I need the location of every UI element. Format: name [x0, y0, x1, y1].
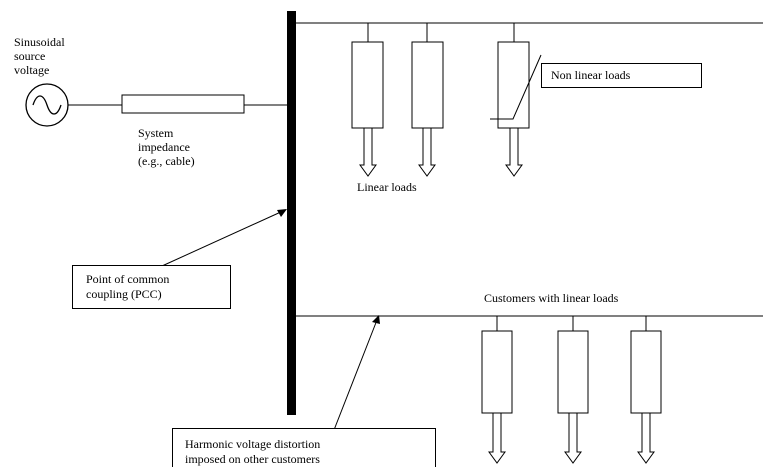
impedance-label: System impedance (e.g., cable) [138, 126, 195, 168]
distortion-pointer-arrow [333, 315, 380, 431]
non-linear-load [490, 23, 542, 177]
non-linear-loads-box: Non linear loads [541, 63, 702, 88]
distortion-label-line1: Harmonic voltage distortion [185, 437, 321, 451]
pcc-pointer-arrow [161, 209, 287, 267]
customer-load-1 [481, 316, 513, 464]
down-arrow-icon [359, 127, 377, 177]
down-arrow-icon [564, 412, 582, 464]
customer-load-3 [630, 316, 662, 464]
down-arrow-icon [488, 412, 506, 464]
source-label: Sinusoidal source voltage [14, 35, 65, 77]
source-label-line2: source [14, 49, 46, 63]
distortion-box: Harmonic voltage distortion imposed on o… [172, 428, 436, 467]
impedance-label-line2: impedance [138, 140, 190, 154]
source-label-line1: Sinusoidal [14, 35, 65, 49]
impedance-label-line3: (e.g., cable) [138, 154, 195, 168]
pcc-label-line2: coupling (PCC) [86, 287, 162, 301]
non-linear-loads-label: Non linear loads [551, 68, 631, 82]
linear-load-2 [411, 23, 444, 177]
pcc-label-line1: Point of common [86, 272, 170, 286]
down-arrow-icon [637, 412, 655, 464]
linear-load-1 [351, 23, 384, 177]
pcc-bus-bar [287, 11, 296, 415]
down-arrow-icon [418, 127, 436, 177]
pcc-box: Point of common coupling (PCC) [72, 265, 231, 309]
linear-loads-label: Linear loads [357, 180, 417, 194]
non-linear-symbol [490, 54, 542, 120]
system-impedance-resistor [121, 94, 245, 114]
source-label-line3: voltage [14, 63, 50, 77]
customer-load-2 [557, 316, 589, 464]
distortion-label-line2: imposed on other customers [185, 452, 320, 466]
customers-label: Customers with linear loads [484, 291, 619, 305]
down-arrow-icon [505, 127, 523, 177]
ac-source-icon [25, 83, 69, 127]
impedance-label-line1: System [138, 126, 174, 140]
